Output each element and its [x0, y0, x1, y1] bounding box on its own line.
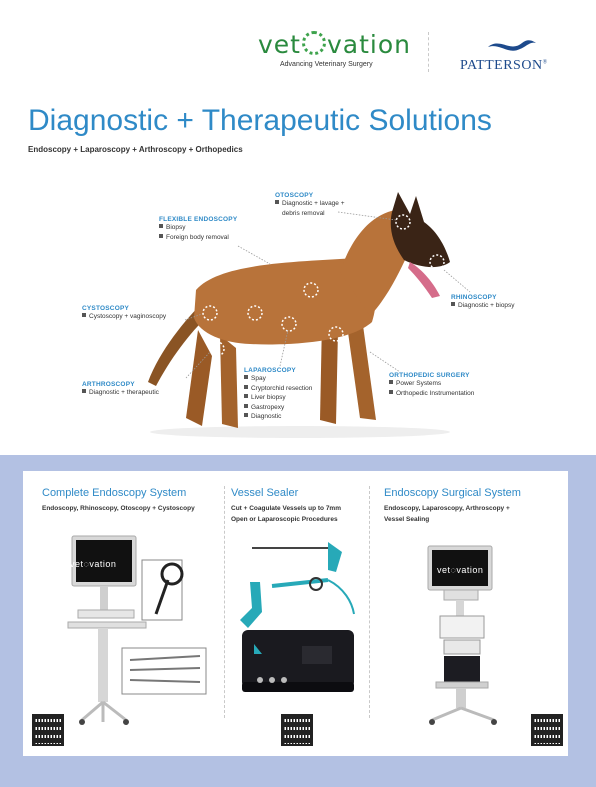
patterson-registered: ®	[542, 59, 548, 66]
callout-laparoscopy-item: Diagnostic	[244, 412, 312, 422]
vetovation-tagline: Advancing Veterinary Surgery	[280, 61, 373, 68]
callout-flexible-item: Foreign body removal	[159, 233, 237, 243]
callout-otoscopy-title: OTOSCOPY	[275, 192, 314, 199]
product-subtitle: Cut + Coagulate Vessels up to 7mm	[231, 505, 341, 512]
bullet-icon	[159, 233, 163, 238]
callout-rhinoscopy: RHINOSCOPY Diagnostic + biopsy	[451, 294, 515, 311]
column-divider	[224, 486, 225, 718]
product-title: Endoscopy Surgical System	[384, 487, 521, 499]
bullet-icon	[244, 413, 248, 417]
callout-arthroscopy-title: ARTHROSCOPY	[82, 381, 135, 388]
bullet-icon	[159, 224, 163, 228]
patterson-logo: PATTERSON®	[460, 58, 548, 74]
callout-otoscopy-item: debris removal	[282, 209, 325, 217]
callout-cystoscopy-title: CYSTOSCOPY	[82, 305, 130, 312]
column-divider	[369, 486, 370, 718]
callout-rhinoscopy-title: RHINOSCOPY	[451, 294, 497, 301]
bullet-icon	[389, 380, 393, 384]
callout-orthopedic-item: Orthopedic Instrumentation	[389, 389, 474, 399]
bullet-icon	[389, 389, 393, 394]
callout-cystoscopy: CYSTOSCOPY Cystoscopy + vaginoscopy	[82, 305, 166, 322]
bullet-icon	[244, 384, 248, 389]
screen-logo: vet◌vation	[437, 565, 484, 575]
qr-code-icon[interactable]	[281, 714, 313, 746]
bullet-icon	[244, 375, 248, 379]
callout-laparoscopy-title: LAPAROSCOPY	[244, 367, 296, 374]
logo-divider	[428, 32, 429, 72]
callout-orthopedic-title: ORTHOPEDIC SURGERY	[389, 372, 470, 379]
callout-otoscopy-item: Diagnostic + lavage +	[275, 199, 345, 209]
product-vessel-sealer: Vessel Sealer Cut + Coagulate Vessels up…	[231, 487, 341, 525]
callout-otoscopy: OTOSCOPY Diagnostic + lavage + debris re…	[275, 192, 345, 218]
product-title: Vessel Sealer	[231, 487, 299, 499]
callout-orthopedic-item: Power Systems	[389, 379, 474, 389]
callout-arthroscopy-item: Diagnostic + therapeutic	[82, 388, 159, 398]
bullet-icon	[82, 389, 86, 393]
patterson-name: PATTERSON	[460, 58, 543, 73]
callout-cystoscopy-item: Cystoscopy + vaginoscopy	[82, 312, 166, 322]
callout-flexible-title: FLEXIBLE ENDOSCOPY	[159, 216, 238, 223]
callout-laparoscopy-item: Cryptorchid resection	[244, 384, 312, 394]
logo-ring-icon	[301, 31, 326, 55]
vetovation-logo: vet vation	[258, 30, 411, 59]
product-subtitle: Endoscopy, Laparoscopy, Arthroscopy +	[384, 505, 510, 512]
callout-laparoscopy-item: Liver biopsy	[244, 393, 312, 403]
bullet-icon	[451, 302, 455, 306]
bullet-icon	[244, 403, 248, 408]
callout-laparoscopy-item: Spay	[244, 374, 312, 384]
product-subtitle: Endoscopy, Rhinoscopy, Otoscopy + Cystos…	[42, 505, 195, 512]
product-complete-endoscopy: Complete Endoscopy System Endoscopy, Rhi…	[42, 487, 195, 514]
page-subtitle: Endoscopy + Laparoscopy + Arthroscopy + …	[28, 145, 243, 154]
bullet-icon	[244, 394, 248, 398]
callout-orthopedic-surgery: ORTHOPEDIC SURGERY Power Systems Orthope…	[389, 372, 474, 398]
product-title: Complete Endoscopy System	[42, 487, 187, 499]
dog-illustration	[148, 192, 471, 438]
product-subtitle: Open or Laparoscopic Procedures	[231, 516, 338, 523]
callout-laparoscopy: LAPAROSCOPY Spay Cryptorchid resection L…	[244, 367, 312, 422]
bullet-icon	[82, 313, 86, 317]
page-title: Diagnostic + Therapeutic Solutions	[28, 104, 492, 137]
callout-flexible-item: Biopsy	[159, 223, 237, 233]
vet-logo-right: vation	[326, 30, 411, 59]
callout-laparoscopy-item: Gastropexy	[244, 403, 312, 413]
endoscopy-tower-image	[67, 535, 207, 725]
vessel-sealer-image	[240, 542, 355, 692]
callout-flexible-endoscopy: FLEXIBLE ENDOSCOPY Biopsy Foreign body r…	[159, 216, 237, 242]
surgical-tower-image	[427, 545, 497, 725]
vet-logo-left: vet	[258, 30, 301, 59]
qr-code-icon[interactable]	[531, 714, 563, 746]
qr-code-icon[interactable]	[32, 714, 64, 746]
callout-arthroscopy: ARTHROSCOPY Diagnostic + therapeutic	[82, 381, 159, 398]
product-endoscopy-surgical: Endoscopy Surgical System Endoscopy, Lap…	[384, 487, 521, 525]
patterson-wave-icon	[488, 40, 536, 51]
callout-rhinoscopy-item: Diagnostic + biopsy	[451, 301, 515, 311]
product-subtitle: Vessel Sealing	[384, 516, 430, 523]
screen-logo: vet◌vation	[70, 559, 117, 569]
bullet-icon	[275, 200, 279, 204]
